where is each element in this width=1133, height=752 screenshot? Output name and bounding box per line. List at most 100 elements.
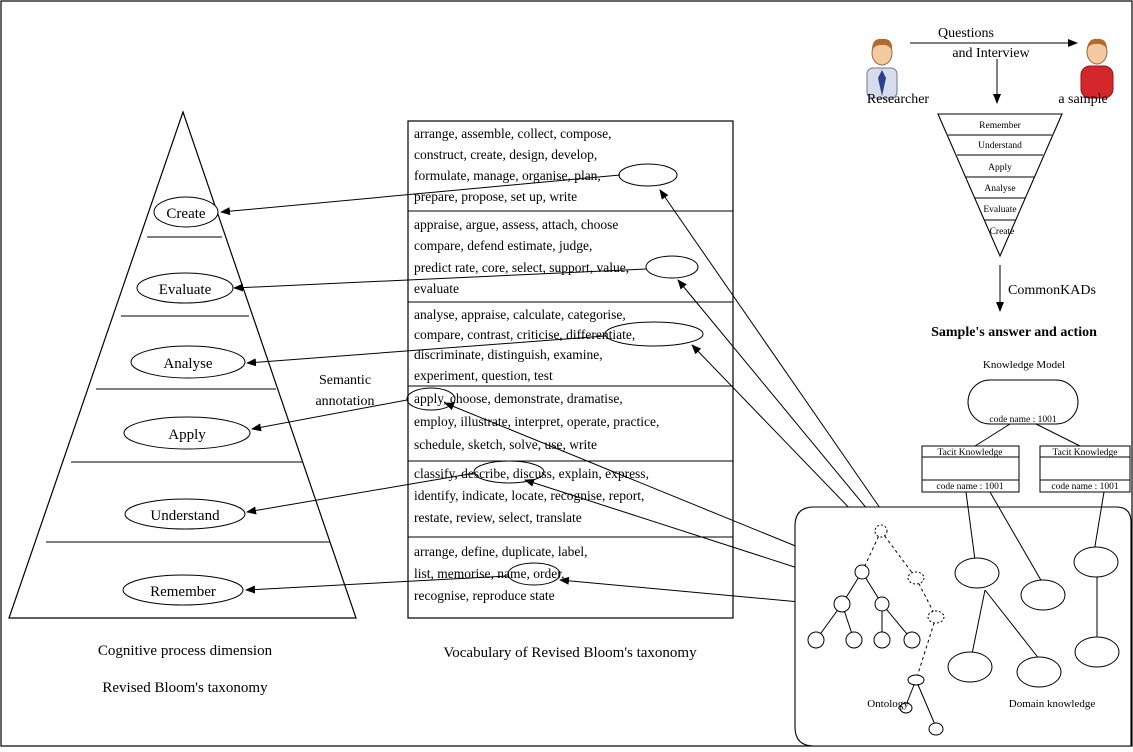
domain-edge <box>984 589 1041 661</box>
domain-edge <box>989 491 1043 583</box>
arrow-ontology-to-apply <box>444 402 821 557</box>
vocabulary-box <box>407 120 734 619</box>
arrow-ontology-to-describe <box>524 478 811 573</box>
annotation-label-2: annotation <box>315 394 374 409</box>
domain-node <box>1074 636 1120 668</box>
level-remember: Remember <box>150 584 216 600</box>
domain-node <box>1016 656 1062 688</box>
vocab-line: prepare, propose, set up, write <box>414 189 577 204</box>
tree-node <box>927 610 945 624</box>
arrow-ontology-to-differentiate <box>691 344 857 516</box>
vocab-line: arrange, assemble, collect, compose, <box>414 126 612 141</box>
vocab-line: classify, describe, discuss, explain, ex… <box>414 466 649 481</box>
keyword-ellipse-name <box>507 562 561 586</box>
tacit-box-1 <box>921 445 1020 493</box>
tree-node <box>845 631 863 649</box>
pyramid-outline <box>8 110 357 619</box>
interview-section: Questions and Interview Researcher a sam… <box>866 26 1114 340</box>
inverted-pyramid: Remember Understand Apply Analyse Evalua… <box>937 113 1063 258</box>
inverted-pyramid-outline <box>937 113 1063 258</box>
tree-node <box>873 631 891 649</box>
tacit-code-1: code name : 1001 <box>936 482 1004 492</box>
tacit-title-1: Tacit Knowledge <box>937 448 1002 458</box>
vocabulary-caption: Vocabulary of Revised Bloom's taxonomy <box>443 645 697 661</box>
tree-node <box>907 674 925 686</box>
km-link <box>974 423 1011 447</box>
level-apply: Apply <box>168 427 206 443</box>
arrow-describe-to-understand <box>246 472 476 515</box>
interview-label-1: Questions <box>938 26 994 41</box>
ontology-arrows <box>444 189 881 603</box>
level-ellipse-remember <box>122 574 244 606</box>
inv-level: Analyse <box>984 184 1015 194</box>
tree-node <box>903 631 921 649</box>
researcher-tie <box>878 70 886 96</box>
vocab-line: list, memorise, name, order, <box>414 566 565 581</box>
keyword-ellipse-value <box>645 255 699 279</box>
vocab-line: experiment, question, test <box>414 368 553 383</box>
domain-node <box>1073 546 1119 578</box>
vocab-line: schedule, sketch, solve, use, write <box>414 437 597 452</box>
answer-title: Sample's answer and action <box>931 325 1097 340</box>
vocab-line: analyse, appraise, calculate, categorise… <box>414 307 626 322</box>
inv-level: Apply <box>988 163 1012 173</box>
vocab-line: discriminate, distinguish, examine, <box>414 347 603 362</box>
vocab-line: compare, defend estimate, judge, <box>414 238 592 253</box>
arrow-value-to-evaluate <box>233 268 647 292</box>
annotation-arrows <box>220 174 647 594</box>
bottom-panel-box <box>794 506 1132 747</box>
tree-node <box>899 702 913 714</box>
sample-icon <box>1080 38 1114 99</box>
vocab-line: employ, illustrate, interpret, operate, … <box>414 414 659 429</box>
tree-node <box>928 722 944 736</box>
level-ellipse-understand <box>124 498 246 530</box>
vocab-line: formulate, manage, organise, plan, <box>414 168 601 183</box>
tacit-box-2 <box>1039 445 1131 493</box>
sample-hair <box>1087 38 1107 48</box>
arrow-ontology-to-value <box>677 279 869 511</box>
vocab-line: compare, contrast, criticise, differenti… <box>414 327 635 342</box>
vocab-line: recognise, reproduce state <box>414 588 555 603</box>
arrow-ontology-to-plan <box>659 189 881 509</box>
level-ellipse-analyse <box>130 345 246 379</box>
tree-node <box>854 564 870 580</box>
keyword-ellipse-plan <box>618 163 678 187</box>
arrow-plan-to-create <box>220 174 621 216</box>
ontology-label: Ontology <box>867 698 909 710</box>
ontology-tree <box>807 524 945 736</box>
domain-edge <box>971 589 986 655</box>
arrow-differentiate-to-analyse <box>246 335 606 367</box>
domain-node <box>947 651 993 683</box>
researcher-icon <box>866 38 898 99</box>
commonkads-label: CommonKADs <box>1008 283 1096 298</box>
pyramid-caption-1: Cognitive process dimension <box>98 643 273 659</box>
tree-node <box>907 571 925 585</box>
tacit-code-2: code name : 1001 <box>1051 482 1119 492</box>
inv-level: Remember <box>979 121 1022 131</box>
level-ellipse-apply <box>123 416 251 450</box>
knowledge-model: Knowledge Model code name : 1001 Tacit K… <box>921 359 1131 493</box>
vocab-line: construct, create, design, develop, <box>414 147 597 162</box>
vocabulary-table: arrange, assemble, collect, compose, con… <box>406 120 734 661</box>
vocab-line: appraise, argue, assess, attach, choose <box>414 217 618 232</box>
bottom-panel: Ontology Domain knowledge <box>794 491 1132 747</box>
sample-label: a sample <box>1058 92 1107 107</box>
knowledge-root <box>967 379 1079 425</box>
keyword-ellipse-describe <box>473 460 545 484</box>
knowledge-model-title: Knowledge Model <box>983 359 1065 371</box>
tree-edge <box>915 616 937 681</box>
keyword-ellipse-apply <box>406 387 456 411</box>
domain-graph <box>947 491 1120 688</box>
arrow-apply-to-apply <box>251 399 408 432</box>
tree-node <box>807 631 825 649</box>
domain-node <box>1020 579 1066 611</box>
keyword-ellipse-differentiate <box>604 321 704 347</box>
level-evaluate: Evaluate <box>159 282 212 298</box>
researcher-hair <box>872 38 893 50</box>
inv-level: Create <box>990 227 1015 237</box>
domain-edge <box>1093 491 1105 553</box>
pyramid-caption-2: Revised Bloom's taxonomy <box>102 680 268 696</box>
level-create: Create <box>166 206 205 222</box>
